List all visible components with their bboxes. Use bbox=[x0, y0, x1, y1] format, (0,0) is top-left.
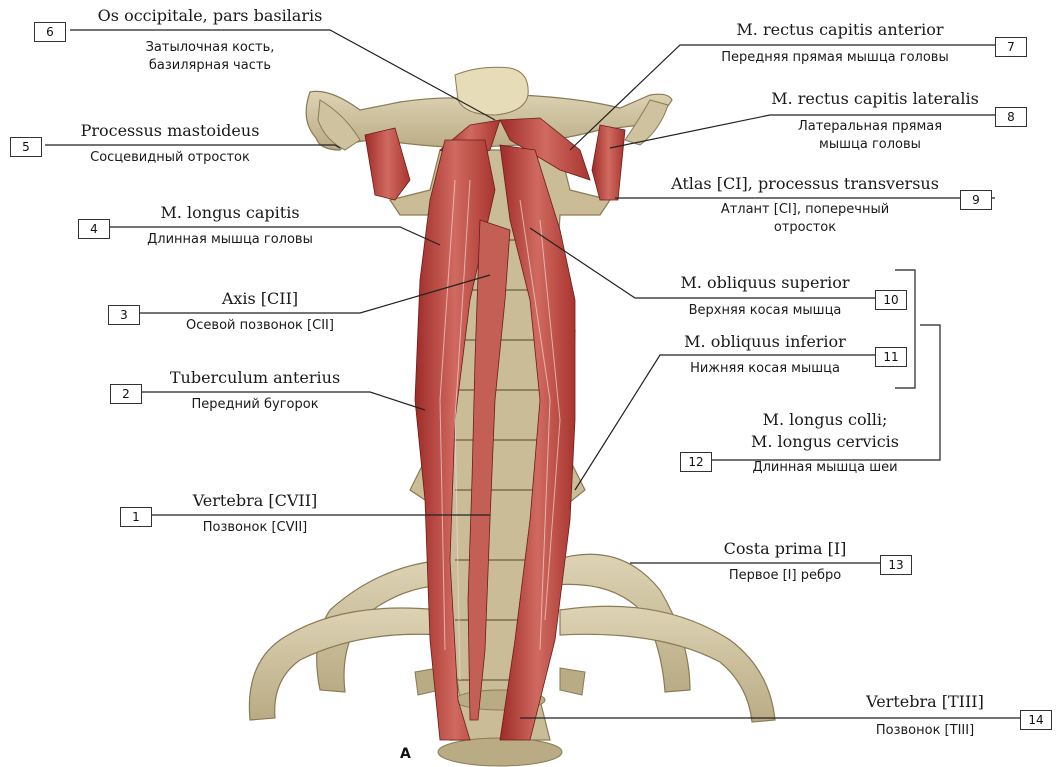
label-number-13: 13 bbox=[880, 555, 912, 575]
label-number-9: 9 bbox=[960, 190, 992, 210]
label-2-latin: Tuberculum anterius bbox=[150, 368, 360, 387]
label-number-11: 11 bbox=[875, 347, 907, 367]
label-6-latin: Os occipitale, pars basilaris bbox=[70, 6, 350, 25]
panel-letter: A bbox=[400, 746, 411, 762]
label-number-7: 7 bbox=[995, 37, 1027, 57]
label-number-4: 4 bbox=[78, 219, 110, 239]
label-1-russian: Позвонок [CVII] bbox=[170, 520, 340, 535]
label-9-russian-1: Атлант [CI], поперечный bbox=[680, 202, 930, 217]
label-14-russian: Позвонок [TIII] bbox=[840, 723, 1010, 738]
label-13-russian: Первое [I] ребро bbox=[700, 568, 870, 583]
label-3-latin: Axis [CII] bbox=[180, 289, 340, 308]
label-number-8: 8 bbox=[995, 107, 1027, 127]
label-8-russian-2: мышца головы bbox=[760, 137, 980, 152]
label-1-latin: Vertebra [CVII] bbox=[170, 491, 340, 510]
label-number-3: 3 bbox=[108, 305, 140, 325]
label-3-russian: Осевой позвонок [CII] bbox=[150, 318, 370, 333]
label-number-12: 12 bbox=[680, 452, 712, 472]
label-7-russian: Передняя прямая мышца головы bbox=[680, 50, 990, 65]
label-11-latin: M. obliquus inferior bbox=[660, 332, 870, 351]
label-12-latin-1: M. longus colli; bbox=[730, 410, 920, 429]
label-4-russian: Длинная мышца головы bbox=[110, 232, 350, 247]
label-6-russian-2: базилярная часть bbox=[110, 58, 310, 73]
label-2-russian: Передний бугорок bbox=[150, 397, 360, 412]
label-number-1: 1 bbox=[120, 507, 152, 527]
label-10-russian: Верхняя косая мышца bbox=[660, 303, 870, 318]
label-8-latin: M. rectus capitis lateralis bbox=[750, 89, 1000, 108]
label-6-russian-1: Затылочная кость, bbox=[110, 40, 310, 55]
label-7-latin: M. rectus capitis anterior bbox=[700, 20, 980, 39]
label-number-5: 5 bbox=[10, 137, 42, 157]
label-5-latin: Processus mastoideus bbox=[55, 121, 285, 140]
label-number-2: 2 bbox=[110, 384, 142, 404]
label-4-latin: M. longus capitis bbox=[120, 203, 340, 222]
label-5-russian: Сосцевидный отросток bbox=[50, 150, 290, 165]
label-11-russian: Нижняя косая мышца bbox=[660, 361, 870, 376]
label-13-latin: Costa prima [I] bbox=[700, 539, 870, 558]
label-number-14: 14 bbox=[1020, 710, 1052, 730]
label-number-10: 10 bbox=[875, 290, 907, 310]
label-8-russian-1: Латеральная прямая bbox=[760, 119, 980, 134]
label-9-russian-2: отросток bbox=[680, 220, 930, 235]
label-12-russian: Длинная мышца шеи bbox=[720, 460, 930, 475]
label-14-latin: Vertebra [TIII] bbox=[840, 692, 1010, 711]
label-number-6: 6 bbox=[34, 22, 66, 42]
label-9-latin: Atlas [CI], processus transversus bbox=[655, 174, 955, 193]
label-12-latin-2: M. longus cervicis bbox=[730, 432, 920, 451]
label-10-latin: M. obliquus superior bbox=[660, 273, 870, 292]
